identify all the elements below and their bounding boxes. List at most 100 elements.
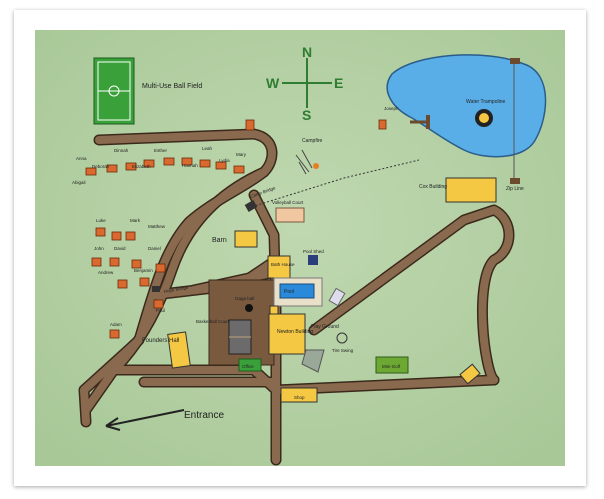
cabin: [91, 257, 102, 267]
cabin: [117, 279, 128, 289]
cabin: [111, 231, 122, 241]
tire-swing-icon: [336, 332, 348, 344]
volleyball-label: Volleyball Court: [272, 200, 304, 205]
cabin-label: Leah: [202, 146, 213, 151]
compass-north: N: [302, 44, 312, 60]
newton-building: [268, 313, 306, 355]
cabin-label: Elizabeth: [132, 164, 151, 169]
pool-shed: [308, 255, 318, 265]
compass-west: W: [266, 75, 280, 91]
compass: N S E W: [266, 44, 343, 123]
cabin-label: Abigail: [72, 180, 86, 185]
camp-bridge: [244, 200, 258, 212]
barn-label: Barn: [212, 237, 227, 244]
cabin-label: Lydia: [219, 158, 230, 163]
zip-line-bottom: [510, 178, 520, 184]
zip-line-label: Zip Line: [506, 186, 524, 192]
basketball-label: Basketball Court: [196, 319, 230, 324]
mini-golf: [375, 356, 409, 374]
cabin: [109, 329, 120, 339]
zip-line-top: [510, 58, 520, 64]
water-trampoline-center: [479, 113, 489, 123]
playground-label: Play Ground: [311, 324, 339, 330]
cabin: [215, 161, 227, 170]
cabin: [95, 227, 106, 237]
cabin: [85, 167, 97, 176]
pool-shed-label: Pool Shed: [303, 249, 324, 254]
cabin: [233, 165, 245, 174]
shelter: [328, 287, 346, 307]
ball-field-circle: [108, 85, 120, 97]
cabin-labels: Anna Deborah Dinnah Elizabeth Esther Han…: [72, 106, 399, 327]
water-trampoline-label: Water Trampoline: [466, 99, 505, 105]
founders-hall: [167, 331, 191, 369]
lake: [386, 54, 547, 158]
pool: [279, 283, 315, 299]
hope-bridge-label: Hope Bridge: [163, 285, 189, 294]
cabin: [125, 162, 137, 171]
cabin: [245, 119, 255, 131]
cabin-label: Daniel: [148, 246, 161, 251]
gaga-ball-pit: [245, 304, 253, 312]
newton-label: Newton Building: [277, 329, 313, 335]
bath-house-label: Bath House: [271, 262, 295, 267]
cabin-label: Esther: [154, 148, 168, 153]
map-frame: Multi-Use Ball Field N S E W Zip Line Wa…: [14, 10, 586, 486]
cabin-label: Joseph: [384, 106, 399, 111]
dock-end: [426, 115, 430, 129]
trail: [247, 159, 420, 209]
shop: [280, 387, 318, 403]
shop-label: Shop: [294, 395, 305, 400]
founders-hall-label: Founders Hall: [142, 338, 179, 344]
compass-south: S: [302, 107, 311, 123]
entrance-arrowhead: [105, 417, 121, 431]
volleyball-court: [275, 207, 305, 223]
field-label: Multi-Use Ball Field: [142, 83, 202, 90]
cabin: [153, 299, 164, 309]
cabin: [109, 257, 120, 267]
barn: [234, 230, 258, 248]
gaga-ball-label: Gaga ball: [235, 296, 254, 301]
campfire-label: Campfire: [302, 138, 323, 144]
cabin-label: Andrew: [98, 270, 114, 275]
campfire: [295, 149, 319, 175]
bath-house: [267, 255, 291, 279]
cabin-label: Anna: [76, 156, 87, 161]
cabin: [163, 157, 175, 166]
cabin: [106, 164, 118, 173]
cabin-label: David: [114, 246, 126, 251]
cabin: [143, 159, 155, 168]
cabin-label: Benjamin: [134, 268, 153, 273]
cabin: [131, 259, 142, 269]
cabin: [181, 157, 193, 166]
mini-golf-label: Mini-Golf: [382, 364, 401, 369]
office-label: Office: [242, 364, 254, 369]
cabin-label: John: [94, 246, 104, 251]
cabin: [378, 119, 387, 130]
tire-swing-label: Tire Swing: [332, 348, 354, 353]
entrance-label: Entrance: [184, 410, 224, 421]
cabin: [155, 263, 166, 273]
cabin-label: Paul: [156, 308, 165, 313]
cabin-label: Matthew: [148, 224, 166, 229]
cabin: [199, 159, 211, 168]
office: [238, 358, 262, 372]
cabin-label: Mark: [130, 218, 141, 223]
compass-east: E: [334, 75, 343, 91]
cabin: [125, 231, 136, 241]
hope-bridge: [152, 286, 160, 292]
playground: [301, 349, 325, 373]
cabin-label: Deborah: [92, 164, 110, 169]
entrance-arrow: [105, 409, 185, 427]
gate-building: [459, 363, 481, 385]
cox-building: [445, 177, 497, 203]
cabins: [85, 119, 387, 339]
newton-annex: [269, 305, 279, 315]
cox-label: Cox Building: [419, 184, 447, 190]
pool-label: Pool: [284, 289, 294, 295]
cabin-label: Hannah: [182, 163, 198, 168]
campfire-icon: [313, 163, 319, 169]
camp-map: Multi-Use Ball Field N S E W Zip Line Wa…: [35, 30, 565, 466]
cabin: [139, 277, 150, 287]
cabin-label: Dinnah: [114, 148, 129, 153]
